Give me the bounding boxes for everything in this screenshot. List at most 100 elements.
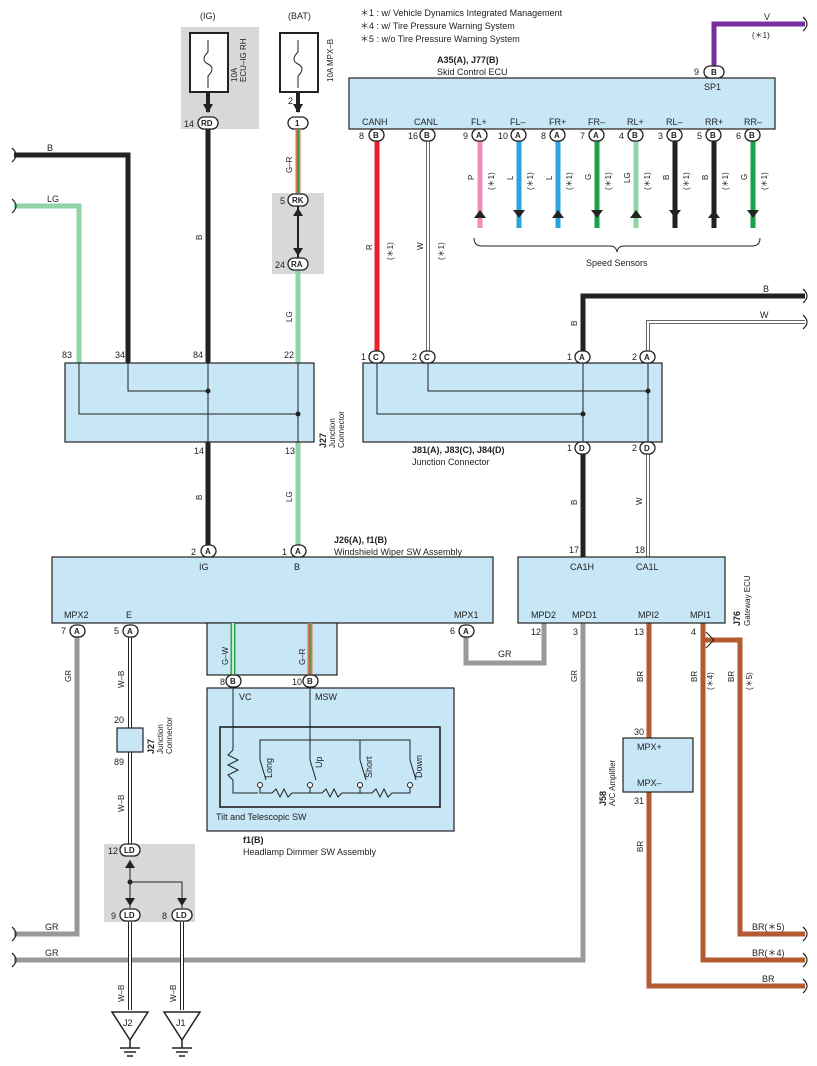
wire-gr-mpx1: [463, 622, 547, 666]
svg-text:10: 10: [498, 131, 508, 141]
gw-pin-mpi2: 13: [634, 627, 644, 637]
svg-text:2: 2: [632, 443, 637, 453]
wire-label-b-1: B: [195, 235, 204, 240]
svg-text:L: L: [506, 175, 515, 180]
ld-arrow-up: [125, 860, 135, 868]
svg-text:D: D: [644, 444, 650, 453]
svg-text:B: B: [632, 131, 638, 140]
skid-ecu-pins: CANH 8 B CANL 16 B FL+ 9 A FL– 10 A FR+ …: [359, 117, 762, 142]
rk-pin: 5: [280, 196, 285, 206]
ld-conn-12-label: LD: [124, 846, 135, 855]
svg-text:FR–: FR–: [588, 117, 605, 127]
fuse-ig-source: (IG): [200, 11, 216, 21]
ld-pin-12: 12: [108, 846, 118, 856]
dimmer-pin-vc: 8: [220, 677, 225, 687]
ra-conn: [287, 257, 309, 271]
wire-label-gr: G–R: [285, 156, 294, 173]
svg-text:CANL: CANL: [414, 117, 438, 127]
svg-text:C: C: [373, 353, 379, 362]
skid-control-ecu: [348, 77, 776, 130]
wire-label-lg-left: LG: [47, 194, 59, 204]
dimmer-conn-vc-label: B: [230, 677, 236, 686]
wiper-label-ig: IG: [199, 562, 209, 572]
switch-up: Up: [314, 756, 324, 768]
wiper-conn-mpx1-label: A: [463, 627, 469, 636]
fuse-bat-box: [279, 32, 319, 93]
svg-text:1: 1: [567, 352, 572, 362]
ac-pin-31: 31: [634, 796, 644, 806]
switch-long: Long: [264, 758, 274, 778]
gw-label-ca1l: CA1L: [636, 562, 659, 572]
wire-label-wb-3: W–B: [117, 985, 126, 1002]
svg-text:RR–: RR–: [744, 117, 762, 127]
j27b-code: J27: [146, 739, 156, 754]
fuse-ig-arrow: [203, 104, 213, 113]
gateway-ecu: [517, 556, 726, 624]
j27-pin-83: 83: [62, 350, 72, 360]
wire-gr-mpx2: [14, 637, 80, 937]
wire-label-gr-mpx1: GR: [498, 649, 512, 659]
wiper-name: Windshield Wiper SW Assembly: [334, 547, 463, 557]
wiper-pin-ig: 2: [191, 547, 196, 557]
wiper-conn-mpx2: [69, 624, 86, 638]
j27b-junction: [116, 727, 144, 753]
j81-name: Junction Connector: [412, 457, 490, 467]
svg-text:16: 16: [408, 131, 418, 141]
svg-text:(＊1): (＊1): [643, 172, 652, 190]
svg-text:A: A: [593, 131, 599, 140]
ld-conn-12: [119, 843, 141, 857]
dimmer-label-vc: VC: [239, 692, 252, 702]
svg-text:9: 9: [463, 131, 468, 141]
ld-splice: [127, 879, 133, 885]
dimmer-label-msw: MSW: [315, 692, 338, 702]
svg-text:A: A: [515, 131, 521, 140]
svg-text:G: G: [584, 174, 593, 180]
wire-label-gr-bottom-2: GR: [45, 948, 59, 958]
skid-ecu-code: A35(A), J77(B): [437, 55, 499, 65]
wiper-conn-e: [122, 624, 139, 638]
wire-label-wb-2: W–B: [117, 795, 126, 812]
gw-label-mpd1: MPD1: [572, 610, 597, 620]
wire-label-wb-1: W–B: [117, 671, 126, 688]
wire-v: [711, 21, 805, 66]
gateway-code: J76: [732, 611, 742, 626]
wire-label-note-5: (＊5): [745, 672, 754, 690]
wire-label-b-2: B: [195, 495, 204, 500]
j81-code: J81(A), J83(C), J84(D): [412, 445, 505, 455]
svg-text:(＊1): (＊1): [487, 172, 496, 190]
skid-wire-labels: R (＊1) W (＊1) P (＊1) L (＊1) L (＊1) G (＊1…: [365, 172, 769, 260]
svg-text:A: A: [554, 131, 560, 140]
fuse-bat-element: [293, 40, 303, 88]
svg-text:C: C: [424, 353, 430, 362]
j27-splice-1: [205, 388, 211, 394]
tilt-sw-circuit: [226, 687, 417, 799]
wire-br5: [703, 637, 805, 937]
wiper-conn-e-label: A: [127, 627, 133, 636]
skid-sp1-conn-label: B: [711, 68, 717, 77]
wire-label-gr-bottom-1: GR: [45, 922, 59, 932]
dimmer-code: f1(B): [243, 835, 264, 845]
wire-gr-mpd1: [14, 622, 586, 963]
wire-label-lg-1: LG: [285, 311, 294, 322]
svg-text:G: G: [740, 174, 749, 180]
wiper-pin-e: 5: [114, 626, 119, 636]
note-1: ＊1 : w/ Vehicle Dynamics Integrated Mana…: [360, 8, 563, 18]
speed-sensor-brace: [473, 237, 761, 253]
rk-arrow: [293, 208, 303, 216]
wiper-label-mpx2: MPX2: [64, 610, 89, 620]
fuse-bat-source: (BAT): [288, 11, 311, 21]
svg-text:RR+: RR+: [705, 117, 723, 127]
svg-text:7: 7: [580, 131, 585, 141]
ld-arrow-down-2: [177, 898, 187, 906]
svg-text:LG: LG: [623, 172, 632, 183]
wire-br-mpx-minus: [646, 792, 805, 989]
svg-text:R: R: [365, 244, 374, 250]
gw-pin-ca1h: 17: [569, 545, 579, 555]
note-5: ＊5 : w/o Tire Pressure Warning System: [360, 34, 520, 44]
windshield-wiper-sw: [51, 556, 494, 624]
ac-code: J58: [598, 791, 608, 806]
wire-label-br4-right: BR(＊4): [752, 948, 785, 958]
dimmer-name: Headlamp Dimmer SW Assembly: [243, 847, 377, 857]
svg-text:B: B: [424, 131, 430, 140]
speed-sensors-label: Speed Sensors: [586, 258, 648, 268]
